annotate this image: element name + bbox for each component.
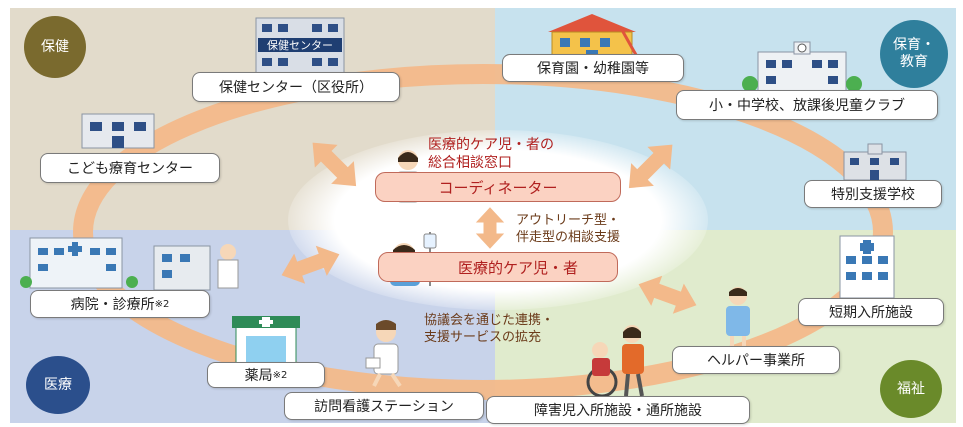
hoken-center-building-icon: 保健センター: [255, 17, 345, 75]
coordinator-pill: コーディネーター: [375, 172, 621, 202]
label-shogaiji: 障害児入所施設・通所施設: [486, 396, 750, 424]
label-helper: ヘルパー事業所: [672, 346, 840, 374]
badge-iryo-label: 医療: [44, 376, 72, 393]
label-shogaiji-text: 障害児入所施設・通所施設: [534, 403, 702, 419]
hoken-center-sign: 保健センター: [267, 38, 333, 52]
child-pill: 医療的ケア児・者: [378, 252, 618, 282]
badge-iryo: 医療: [26, 356, 90, 414]
label-yakkyoku: 薬局※2: [207, 362, 325, 388]
arrow-lower-left: [281, 245, 340, 284]
hospital-building-icon: [20, 237, 138, 289]
arrow-lower-right: [638, 275, 697, 314]
label-hoikuen: 保育園・幼稚園等: [502, 54, 684, 82]
label-school: 小・中学校、放課後児童クラブ: [676, 90, 938, 120]
nurse-icon: [365, 320, 402, 388]
label-yakkyoku-note: ※2: [272, 369, 288, 381]
label-yakkyoku-text: 薬局: [244, 368, 273, 384]
pharmacy-building-icon: [232, 316, 300, 371]
school-building-icon: [742, 41, 862, 96]
tokubetsu-building-icon: [843, 143, 907, 181]
label-school-text: 小・中学校、放課後児童クラブ: [709, 98, 905, 114]
badge-kyoiku: 保育・ 教育: [880, 20, 948, 88]
consult-window-title: 医療的ケア児・者の 総合相談窓口: [428, 137, 554, 171]
arrow-upper-left: [312, 142, 357, 187]
badge-fukushi-label: 福祉: [897, 380, 925, 397]
label-kodomo-text: こども療育センター: [67, 161, 193, 177]
kodomo-building-icon: [81, 113, 155, 149]
label-tokubetsu: 特別支援学校: [804, 180, 942, 208]
badge-kyoiku-label: 保育・ 教育: [893, 37, 935, 70]
label-helper-text: ヘルパー事業所: [707, 353, 805, 369]
label-byoin-text: 病院・診療所: [70, 297, 155, 313]
badge-hoken: 保健: [24, 16, 86, 78]
label-kodomo: こども療育センター: [40, 153, 220, 183]
label-tanki: 短期入所施設: [798, 298, 944, 326]
outreach-support-text: アウトリーチ型・ 伴走型の相談支援: [516, 213, 621, 245]
helper-worker-icon: [726, 287, 750, 346]
badge-fukushi: 福祉: [880, 360, 942, 418]
label-houmon: 訪問看護ステーション: [284, 392, 484, 420]
child-pill-label: 医療的ケア児・者: [457, 258, 578, 277]
label-houmon-text: 訪問看護ステーション: [314, 399, 454, 415]
label-tanki-text: 短期入所施設: [829, 305, 913, 321]
label-byoin: 病院・診療所※2: [30, 290, 210, 318]
ring-path: [73, 64, 893, 400]
tanki-building-icon: [839, 235, 895, 299]
clinic-doctor-icon: [153, 244, 239, 291]
label-hoken-center-text: 保健センター（区役所）: [219, 80, 373, 96]
label-hoken-center: 保健センター（区役所）: [192, 72, 400, 102]
label-tokubetsu-text: 特別支援学校: [831, 187, 915, 203]
coordinator-pill-label: コーディネーター: [438, 178, 558, 197]
council-collab-text: 協議会を通じた連携・ 支援サービスの拡充: [424, 313, 555, 345]
badge-hoken-label: 保健: [41, 38, 69, 55]
wheelchair-family-icon: [586, 325, 644, 398]
label-hoikuen-text: 保育園・幼稚園等: [537, 61, 649, 77]
label-byoin-note: ※2: [154, 298, 170, 310]
arrow-upper-right: [628, 144, 673, 189]
arrow-center-vertical: [475, 207, 505, 249]
